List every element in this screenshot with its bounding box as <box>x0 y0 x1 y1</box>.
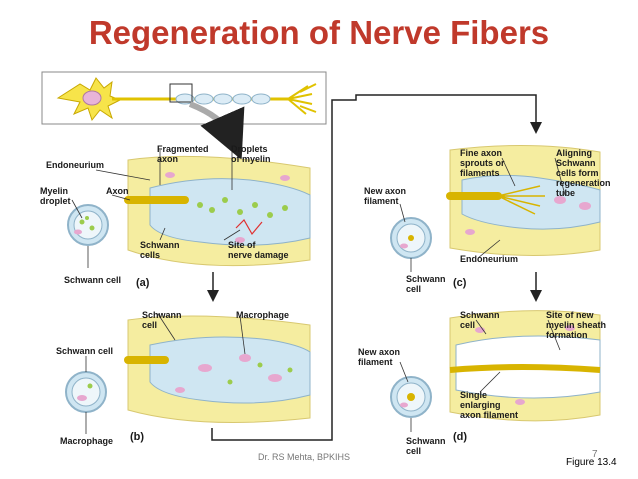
sequence-connector <box>211 94 542 441</box>
label-axon: Axon <box>106 186 129 196</box>
panel-a-illustration <box>67 155 311 267</box>
label-schwann-cell-b-left: Schwann cell <box>56 346 113 356</box>
footer-author: Dr. RS Mehta, BPKIHS <box>258 452 351 462</box>
panel-label-d: (d) <box>453 431 467 443</box>
label-schwann-cell-a: Schwann cell <box>64 275 121 285</box>
panel-label-c: (c) <box>453 277 467 289</box>
neuron-overview <box>56 77 317 160</box>
leader-lines <box>71 150 566 434</box>
label-macrophage-b-top: Macrophage <box>236 310 289 320</box>
panel-label-a: (a) <box>136 277 150 289</box>
label-macrophage-b-bottom: Macrophage <box>60 436 113 446</box>
panel-b-illustration <box>65 315 311 423</box>
label-endoneurium-c: Endoneurium <box>460 254 518 264</box>
panel-c-illustration <box>390 144 601 259</box>
panel-d-illustration <box>390 310 601 422</box>
page-number: 7 <box>592 449 598 460</box>
label-endoneurium-a: Endoneurium <box>46 160 104 170</box>
slide-title: Regeneration of Nerve Fibers <box>88 14 550 51</box>
figure-caption: Figure 13.4 <box>566 457 617 468</box>
panel-label-b: (b) <box>130 431 144 443</box>
